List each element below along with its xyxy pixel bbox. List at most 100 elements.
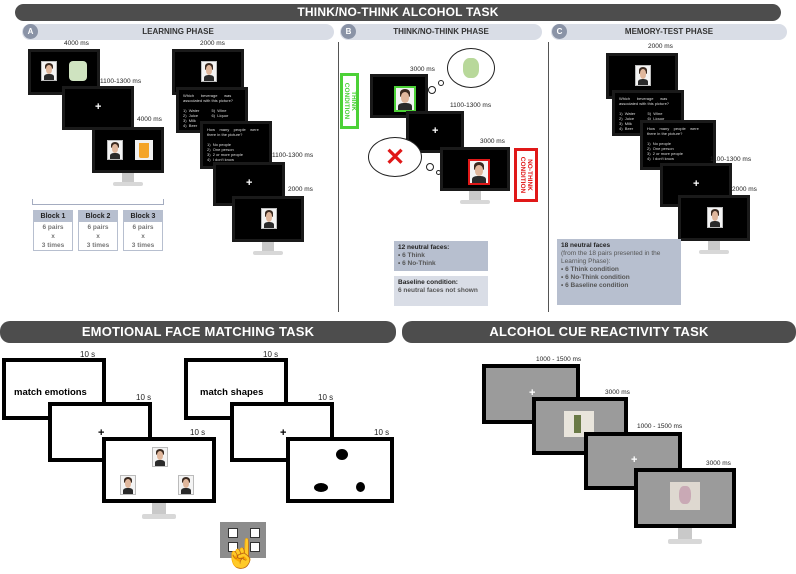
timing-ac-1: 1000 - 1500 ms bbox=[536, 356, 582, 363]
face-image bbox=[120, 475, 136, 495]
block-x: x bbox=[141, 233, 145, 240]
block-title: Block 1 bbox=[34, 211, 72, 222]
response-button[interactable] bbox=[250, 542, 260, 552]
monitor-base bbox=[460, 200, 490, 204]
face-image bbox=[41, 61, 57, 81]
question-people-text: How many people were there in the pictur… bbox=[207, 127, 259, 162]
block-3: Block 3 6 pairs x 3 times bbox=[123, 210, 163, 251]
monitor-stand bbox=[262, 242, 274, 251]
timing-e-5: 10 s bbox=[318, 393, 334, 402]
blocks-bracket bbox=[32, 199, 164, 205]
monitor-stand bbox=[678, 528, 692, 539]
response-button[interactable] bbox=[228, 542, 238, 552]
face-image bbox=[707, 207, 723, 228]
screen-ac-cue-2 bbox=[634, 468, 736, 528]
timing-c-3: 2000 ms bbox=[732, 186, 757, 193]
divider-ab bbox=[338, 42, 339, 312]
monitor-base bbox=[142, 514, 176, 519]
nothink-condition-box: NO-THINK CONDITION bbox=[514, 148, 538, 202]
alcohol-task-banner: ALCOHOL CUE REACTIVITY TASK bbox=[402, 321, 796, 343]
fixation-cross: + bbox=[631, 454, 638, 466]
timing-e-1: 10 s bbox=[80, 350, 96, 359]
think-face-frame bbox=[394, 86, 416, 112]
timing-a-2: 1100-1300 ms bbox=[100, 78, 142, 85]
baseline-text: 6 neutral faces not shown bbox=[398, 287, 478, 294]
face-image bbox=[396, 88, 414, 110]
memory-box-item: 6 Baseline condition bbox=[565, 282, 629, 289]
ellipse-shape bbox=[314, 483, 328, 492]
face-image bbox=[635, 65, 651, 86]
beverage-image bbox=[463, 58, 479, 78]
phase-a-bar: LEARNING PHASE bbox=[22, 24, 334, 40]
phase-b-bar: THINK/NO-THINK PHASE bbox=[340, 24, 542, 40]
memory-faces-box: 18 neutral faces (from the 18 pairs pres… bbox=[557, 239, 681, 305]
match-shapes-label: match shapes bbox=[200, 387, 264, 398]
screen-a-pair-2 bbox=[92, 127, 164, 173]
timing-b-3: 3000 ms bbox=[480, 138, 505, 145]
timing-e-4: 10 s bbox=[263, 350, 279, 359]
face-image bbox=[107, 140, 123, 160]
beverage-image-water bbox=[69, 61, 87, 81]
screen-shapes-ellipses bbox=[286, 437, 394, 503]
thought-cloud-suppressed: ✕ bbox=[368, 137, 422, 177]
response-button-box bbox=[220, 522, 266, 558]
screen-b-think bbox=[370, 74, 428, 118]
monitor-base bbox=[113, 182, 143, 186]
block-title: Block 3 bbox=[124, 211, 162, 222]
timing-a-3: 4000 ms bbox=[137, 116, 162, 123]
fixation-cross: + bbox=[693, 178, 700, 190]
tnt-faces-item: 6 Think bbox=[402, 252, 425, 259]
memory-box-item: 6 Think condition bbox=[565, 266, 619, 273]
fixation-cross: + bbox=[95, 101, 102, 113]
block-times: 3 times bbox=[131, 242, 155, 249]
fixation-cross: + bbox=[529, 387, 536, 399]
timing-c-1: 2000 ms bbox=[648, 43, 673, 50]
think-condition-label: THINK CONDITION bbox=[342, 82, 357, 120]
face-image bbox=[261, 208, 277, 229]
timing-a-6: 2000 ms bbox=[288, 186, 313, 193]
ellipse-shape bbox=[336, 449, 348, 460]
timing-a-5: 1100-1300 ms bbox=[272, 152, 314, 159]
fixation-cross: + bbox=[280, 427, 287, 439]
monitor-base bbox=[699, 250, 729, 254]
fixation-cross: + bbox=[98, 427, 105, 439]
block-x: x bbox=[96, 233, 100, 240]
screen-a-fixation-1: + bbox=[62, 86, 134, 130]
question-beverage-text: Which beverage was associated with this … bbox=[619, 96, 670, 131]
think-condition-box: THINK CONDITION bbox=[340, 73, 359, 129]
block-times: 3 times bbox=[41, 242, 65, 249]
alcohol-cue-image bbox=[670, 482, 700, 510]
block-x: x bbox=[51, 233, 55, 240]
main-title-banner: THINK/NO-THINK ALCOHOL TASK bbox=[15, 4, 781, 21]
block-times: 3 times bbox=[86, 242, 110, 249]
block-pairs: 6 pairs bbox=[42, 224, 64, 231]
timing-ac-4: 3000 ms bbox=[706, 460, 731, 467]
block-1: Block 1 6 pairs x 3 times bbox=[33, 210, 73, 251]
question-beverage-text: Which beverage was associated with this … bbox=[183, 93, 234, 128]
timing-e-6: 10 s bbox=[374, 428, 390, 437]
timing-b-1: 3000 ms bbox=[410, 66, 435, 73]
phase-c-bar: MEMORY-TEST PHASE bbox=[551, 24, 787, 40]
response-button[interactable] bbox=[250, 528, 260, 538]
beverage-image-juice bbox=[135, 140, 153, 160]
timing-a-4: 2000 ms bbox=[200, 40, 225, 47]
divider-bc bbox=[548, 42, 549, 312]
face-image bbox=[152, 447, 168, 467]
fixation-cross: + bbox=[432, 125, 439, 137]
timing-c-2: 1100-1300 ms bbox=[710, 156, 752, 163]
block-title: Block 2 bbox=[79, 211, 117, 222]
timing-ac-3: 1000 - 1500 ms bbox=[637, 423, 683, 430]
phase-b-letter: B bbox=[341, 24, 356, 39]
monitor-base bbox=[668, 539, 702, 544]
phase-c-title: MEMORY-TEST PHASE bbox=[624, 27, 714, 36]
thought-dot bbox=[438, 80, 444, 86]
baseline-box: Baseline condition: 6 neutral faces not … bbox=[394, 276, 488, 306]
timing-ac-2: 3000 ms bbox=[605, 389, 630, 396]
timing-e-2: 10 s bbox=[136, 393, 152, 402]
baseline-title: Baseline condition: bbox=[398, 279, 458, 286]
phase-c-letter: C bbox=[552, 24, 567, 39]
response-button[interactable] bbox=[228, 528, 238, 538]
tnt-faces-box: 12 neutral faces: • 6 Think • 6 No-Think bbox=[394, 241, 488, 271]
block-pairs: 6 pairs bbox=[132, 224, 154, 231]
